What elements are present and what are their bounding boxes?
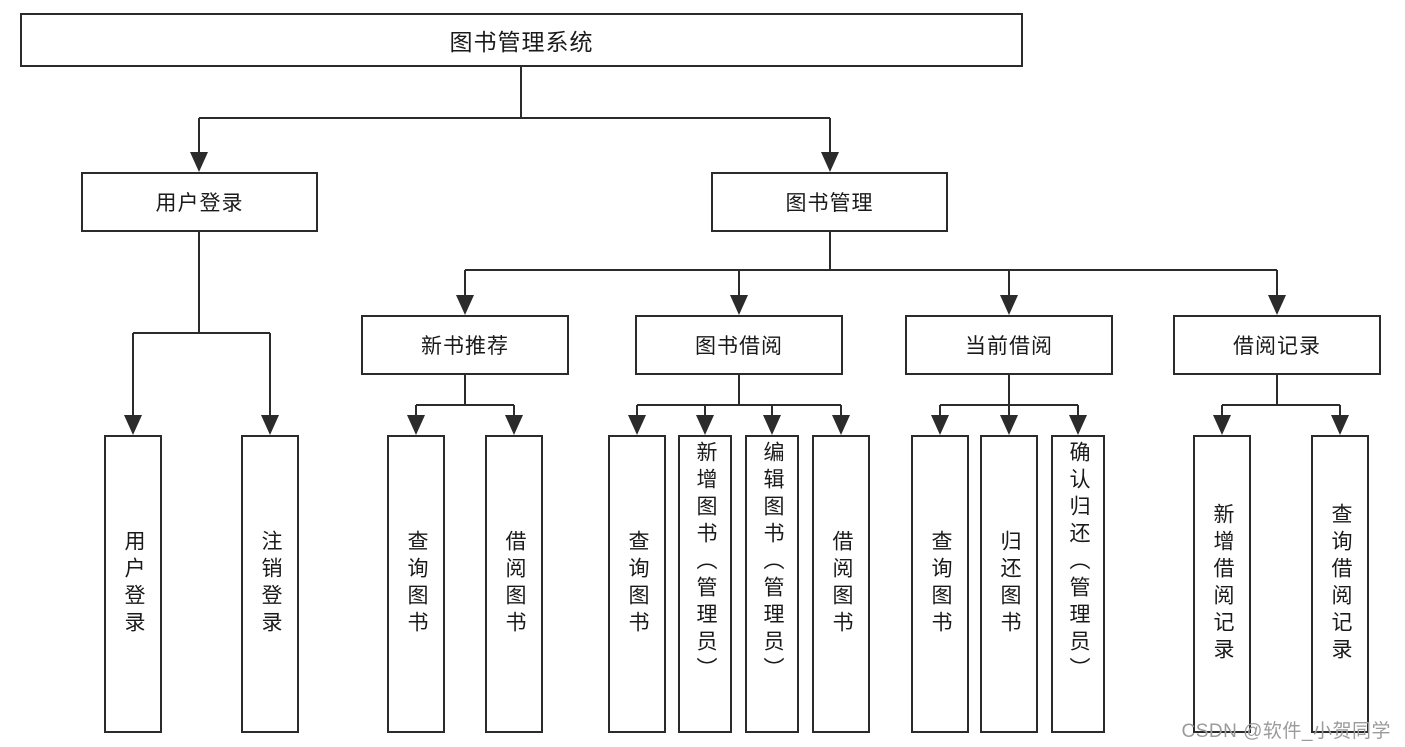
leaf-user-logout[interactable]: 注销登录: [241, 435, 299, 733]
node-label: 归还图书: [998, 530, 1022, 638]
leaf-query-book-3[interactable]: 查询图书: [911, 435, 969, 733]
node-label: 借阅图书: [503, 530, 527, 638]
node-label: 确认归还（管理员）: [1067, 441, 1091, 684]
node-label: 注销登录: [259, 530, 283, 638]
leaf-query-book-1[interactable]: 查询图书: [387, 435, 445, 733]
node-user-login[interactable]: 用户登录: [81, 172, 318, 232]
leaf-borrow-book-2[interactable]: 借阅图书: [812, 435, 870, 733]
leaf-query-book-2[interactable]: 查询图书: [608, 435, 666, 733]
node-borrow-record[interactable]: 借阅记录: [1173, 315, 1381, 375]
leaf-edit-book[interactable]: 编辑图书（管理员）: [745, 435, 799, 733]
node-label: 查询借阅记录: [1329, 503, 1353, 665]
node-label: 新书推荐: [421, 335, 509, 358]
node-book-borrow[interactable]: 图书借阅: [635, 315, 843, 375]
node-current-borrow[interactable]: 当前借阅: [905, 315, 1113, 375]
node-label: 编辑图书（管理员）: [761, 441, 785, 684]
node-label: 借阅记录: [1233, 335, 1321, 358]
node-label: 新增借阅记录: [1211, 503, 1235, 665]
leaf-confirm-return[interactable]: 确认归还（管理员）: [1051, 435, 1105, 733]
node-label: 查询图书: [405, 530, 429, 638]
node-label: 当前借阅: [965, 335, 1053, 358]
node-label: 用户登录: [122, 530, 146, 638]
node-label: 图书管理系统: [449, 29, 594, 55]
node-label: 图书管理: [785, 192, 874, 215]
leaf-add-record[interactable]: 新增借阅记录: [1193, 435, 1251, 733]
csdn-watermark: CSDN @软件_小贺同学: [1181, 721, 1391, 742]
leaf-add-book[interactable]: 新增图书（管理员）: [678, 435, 732, 733]
node-label: 新增图书（管理员）: [694, 441, 718, 684]
leaf-user-login[interactable]: 用户登录: [104, 435, 162, 733]
leaf-return-book[interactable]: 归还图书: [980, 435, 1038, 733]
node-root-system[interactable]: 图书管理系统: [20, 13, 1023, 67]
node-label: 用户登录: [155, 192, 244, 215]
node-label: 查询图书: [626, 530, 650, 638]
node-book-manage[interactable]: 图书管理: [711, 172, 948, 232]
leaf-borrow-book-1[interactable]: 借阅图书: [485, 435, 543, 733]
node-new-book-rec[interactable]: 新书推荐: [361, 315, 569, 375]
node-label: 图书借阅: [695, 335, 783, 358]
leaf-query-record[interactable]: 查询借阅记录: [1311, 435, 1369, 733]
node-label: 借阅图书: [830, 530, 854, 638]
node-label: 查询图书: [929, 530, 953, 638]
